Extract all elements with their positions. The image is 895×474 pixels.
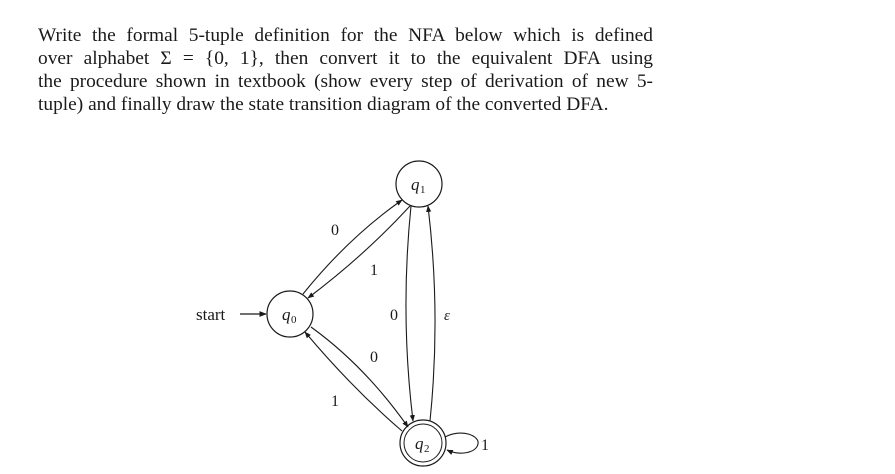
- edge-q2-q1-label: ε: [444, 308, 450, 324]
- state-q2-sub: 2: [424, 443, 430, 455]
- edge-q2-loop: [444, 432, 479, 455]
- start-label: start: [196, 305, 226, 324]
- problem-line-4: tuple) and finally draw the state transi…: [38, 94, 609, 115]
- state-q1: q 1: [395, 160, 443, 208]
- state-q0-sub: 0: [291, 314, 297, 326]
- edge-q1-q2: [405, 205, 415, 422]
- problem-line-1: Write the formal 5-tuple definition for …: [38, 25, 653, 46]
- edge-q2-q1: [426, 205, 436, 422]
- state-q0-label: q: [282, 305, 291, 324]
- problem-statement: Write the formal 5-tuple definition for …: [38, 24, 653, 116]
- state-q0: q 0: [266, 290, 314, 338]
- edge-q2-q0-label: 1: [331, 393, 339, 410]
- edge-q2-q0: [304, 331, 403, 432]
- state-q1-sub: 1: [420, 184, 426, 196]
- state-q2: q 2: [399, 419, 447, 467]
- edge-q1-q0: [307, 205, 411, 299]
- edge-q0-q2-label: 0: [370, 349, 378, 366]
- state-q1-label: q: [411, 175, 420, 194]
- edge-q0-q1: [302, 199, 403, 295]
- state-q2-label: q: [415, 434, 424, 453]
- problem-line-2: over alphabet Σ = {0, 1}, then convert i…: [38, 48, 653, 69]
- edge-q0-q1-label: 0: [331, 222, 339, 239]
- edge-q0-q2: [310, 326, 409, 428]
- problem-line-3: the procedure shown in textbook (show ev…: [38, 71, 653, 92]
- edge-q2-loop-label: 1: [481, 437, 489, 454]
- edge-q1-q2-label: 0: [390, 307, 398, 324]
- edge-q1-q0-label: 1: [370, 262, 378, 279]
